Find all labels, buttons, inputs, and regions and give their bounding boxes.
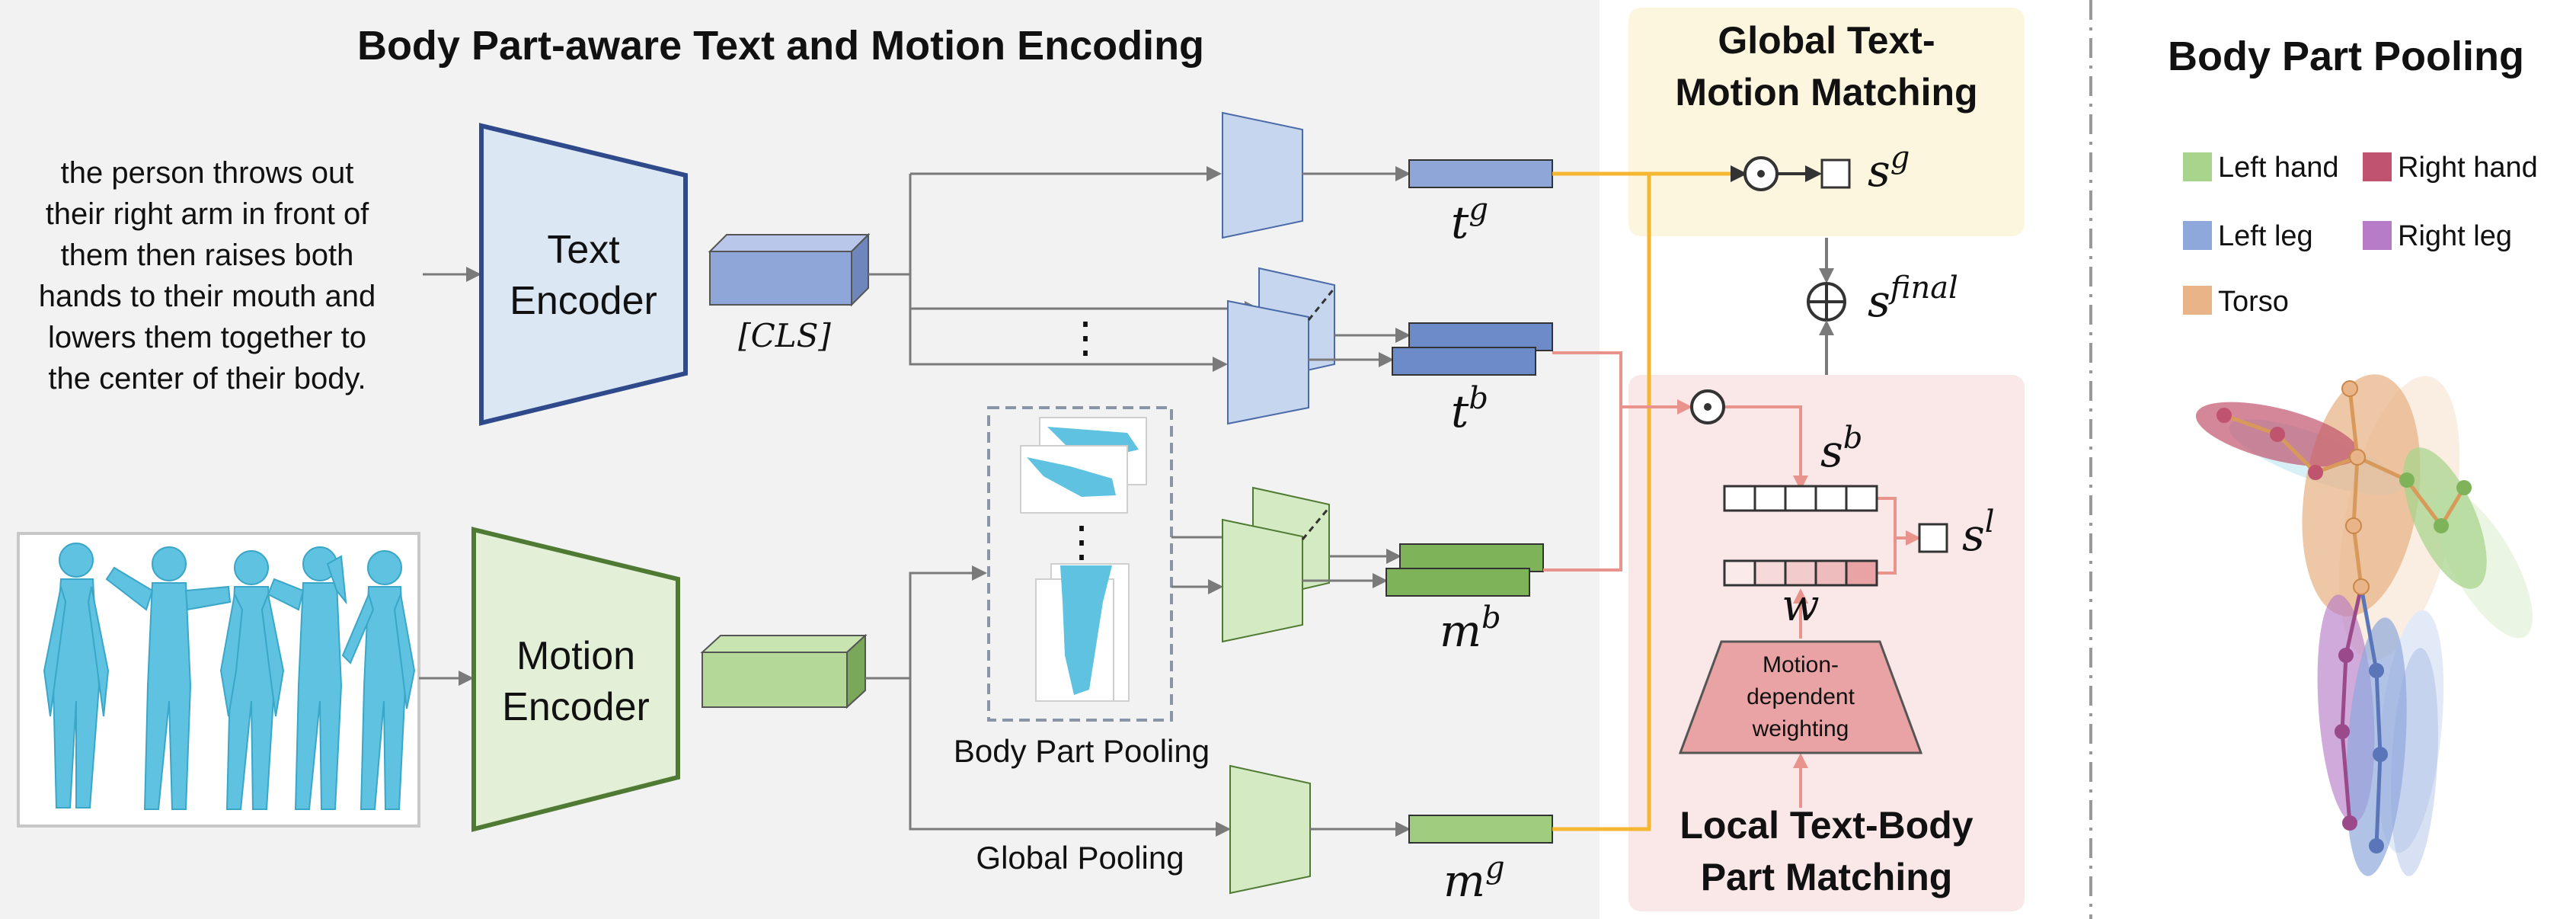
tb-symbol: tb [1451,381,1488,437]
mb-feature-bar-front [1385,568,1530,597]
motion-global-projection [1229,764,1311,895]
sb-symbol: sb [1820,421,1862,477]
weighting-label-3: weighting [1752,716,1849,741]
motion-encoder-label-2: Encoder [502,685,650,729]
legend-swatch [2183,286,2212,315]
text-encoder-label-2: Encoder [510,279,657,323]
pooling-title: Body Part Pooling [2168,34,2524,79]
skeleton-body-parts [2195,374,2533,876]
local-matching-title-1: Local Text-Body [1680,804,1973,847]
mb-symbol: mb [1440,600,1501,657]
motion-projection-dash [1301,507,1331,540]
text-branch-ellipsis: ⋮ [1064,313,1107,361]
sl-symbol: sl [1962,504,1995,561]
motion-feature-box [700,633,868,709]
local-match-lines [1543,351,1921,808]
input-text-line: them then raises both [61,239,354,272]
text-encoder-label-1: Text [547,228,620,272]
motion-encoder-block [471,527,680,832]
pooling-ellipsis: ⋮ [1060,517,1103,565]
legend-label: Right leg [2398,220,2512,252]
sg-symbol: sg [1868,140,1910,197]
global-matching-title-2: Motion Matching [1675,71,1977,114]
motion-sequence-image [17,532,420,828]
tg-symbol: tg [1451,192,1488,248]
legend-label: Right hand [2398,152,2538,184]
motion-encoder-label-1: Motion [516,634,635,678]
input-text-line: hands to their mouth and [39,280,376,313]
local-dot-product [1690,389,1725,424]
mg-symbol: mg [1443,850,1505,907]
body-part-pooling-label: Body Part Pooling [954,733,1210,769]
legend: Left hand Right hand Left leg Right leg … [2183,152,2538,318]
sl-score-box [1918,523,1948,553]
input-text-line: their right arm in front of [46,197,369,231]
w-symbol: w [1782,579,1820,631]
mb-feature-bar-back [1399,543,1544,572]
sb-score-vector [1723,485,1878,512]
legend-swatch [2363,221,2392,250]
global-dot-product [1743,156,1779,191]
w-weight-vector [1723,559,1878,587]
input-text-line: lowers them together to [48,321,366,354]
cls-token-feature [708,232,871,307]
input-text-line: the person throws out [61,156,354,190]
weighting-label-2: dependent [1747,684,1855,709]
text-global-projection [1222,111,1303,239]
legend-swatch [2363,152,2392,181]
tg-feature-bar [1408,159,1553,188]
tb-feature-bar-back [1408,322,1553,351]
motion-part-projection-front [1222,518,1303,643]
legend-label: Left leg [2218,220,2313,252]
weighting-label-1: Motion- [1763,652,1839,677]
mg-feature-bar [1408,815,1553,844]
global-matching-title-1: Global Text- [1718,19,1935,62]
tb-feature-bar-front [1392,347,1536,376]
input-text: the person throws out their right arm in… [39,156,376,395]
local-matching-title-2: Part Matching [1701,856,1953,898]
body-part-pooling-box [987,406,1173,722]
global-matching-bg [1628,8,2025,236]
legend-swatch [2183,152,2212,181]
motion-branch-lines [865,565,1231,837]
sg-score-box [1820,159,1851,189]
text-encoder-block [479,123,688,426]
body-part-crops: ⋮ [1020,417,1147,702]
projection-stack-dash [1307,287,1336,321]
final-sum-node [1807,282,1846,322]
input-text-line: the center of their body. [48,362,366,395]
motion-weighting-block [1678,640,1923,754]
cls-label: [CLS] [738,317,831,354]
global-match-lines [1552,165,1747,831]
text-branch-lines [868,166,1260,372]
text-part-projection-front [1227,299,1309,425]
encoding-title: Body Part-aware Text and Motion Encoding [357,23,1204,69]
s-final-symbol: sfinal [1868,271,1958,327]
legend-swatch [2183,221,2212,250]
legend-label: Left hand [2218,152,2338,184]
legend-label: Torso [2218,286,2289,318]
global-pooling-label: Global Pooling [976,840,1184,876]
